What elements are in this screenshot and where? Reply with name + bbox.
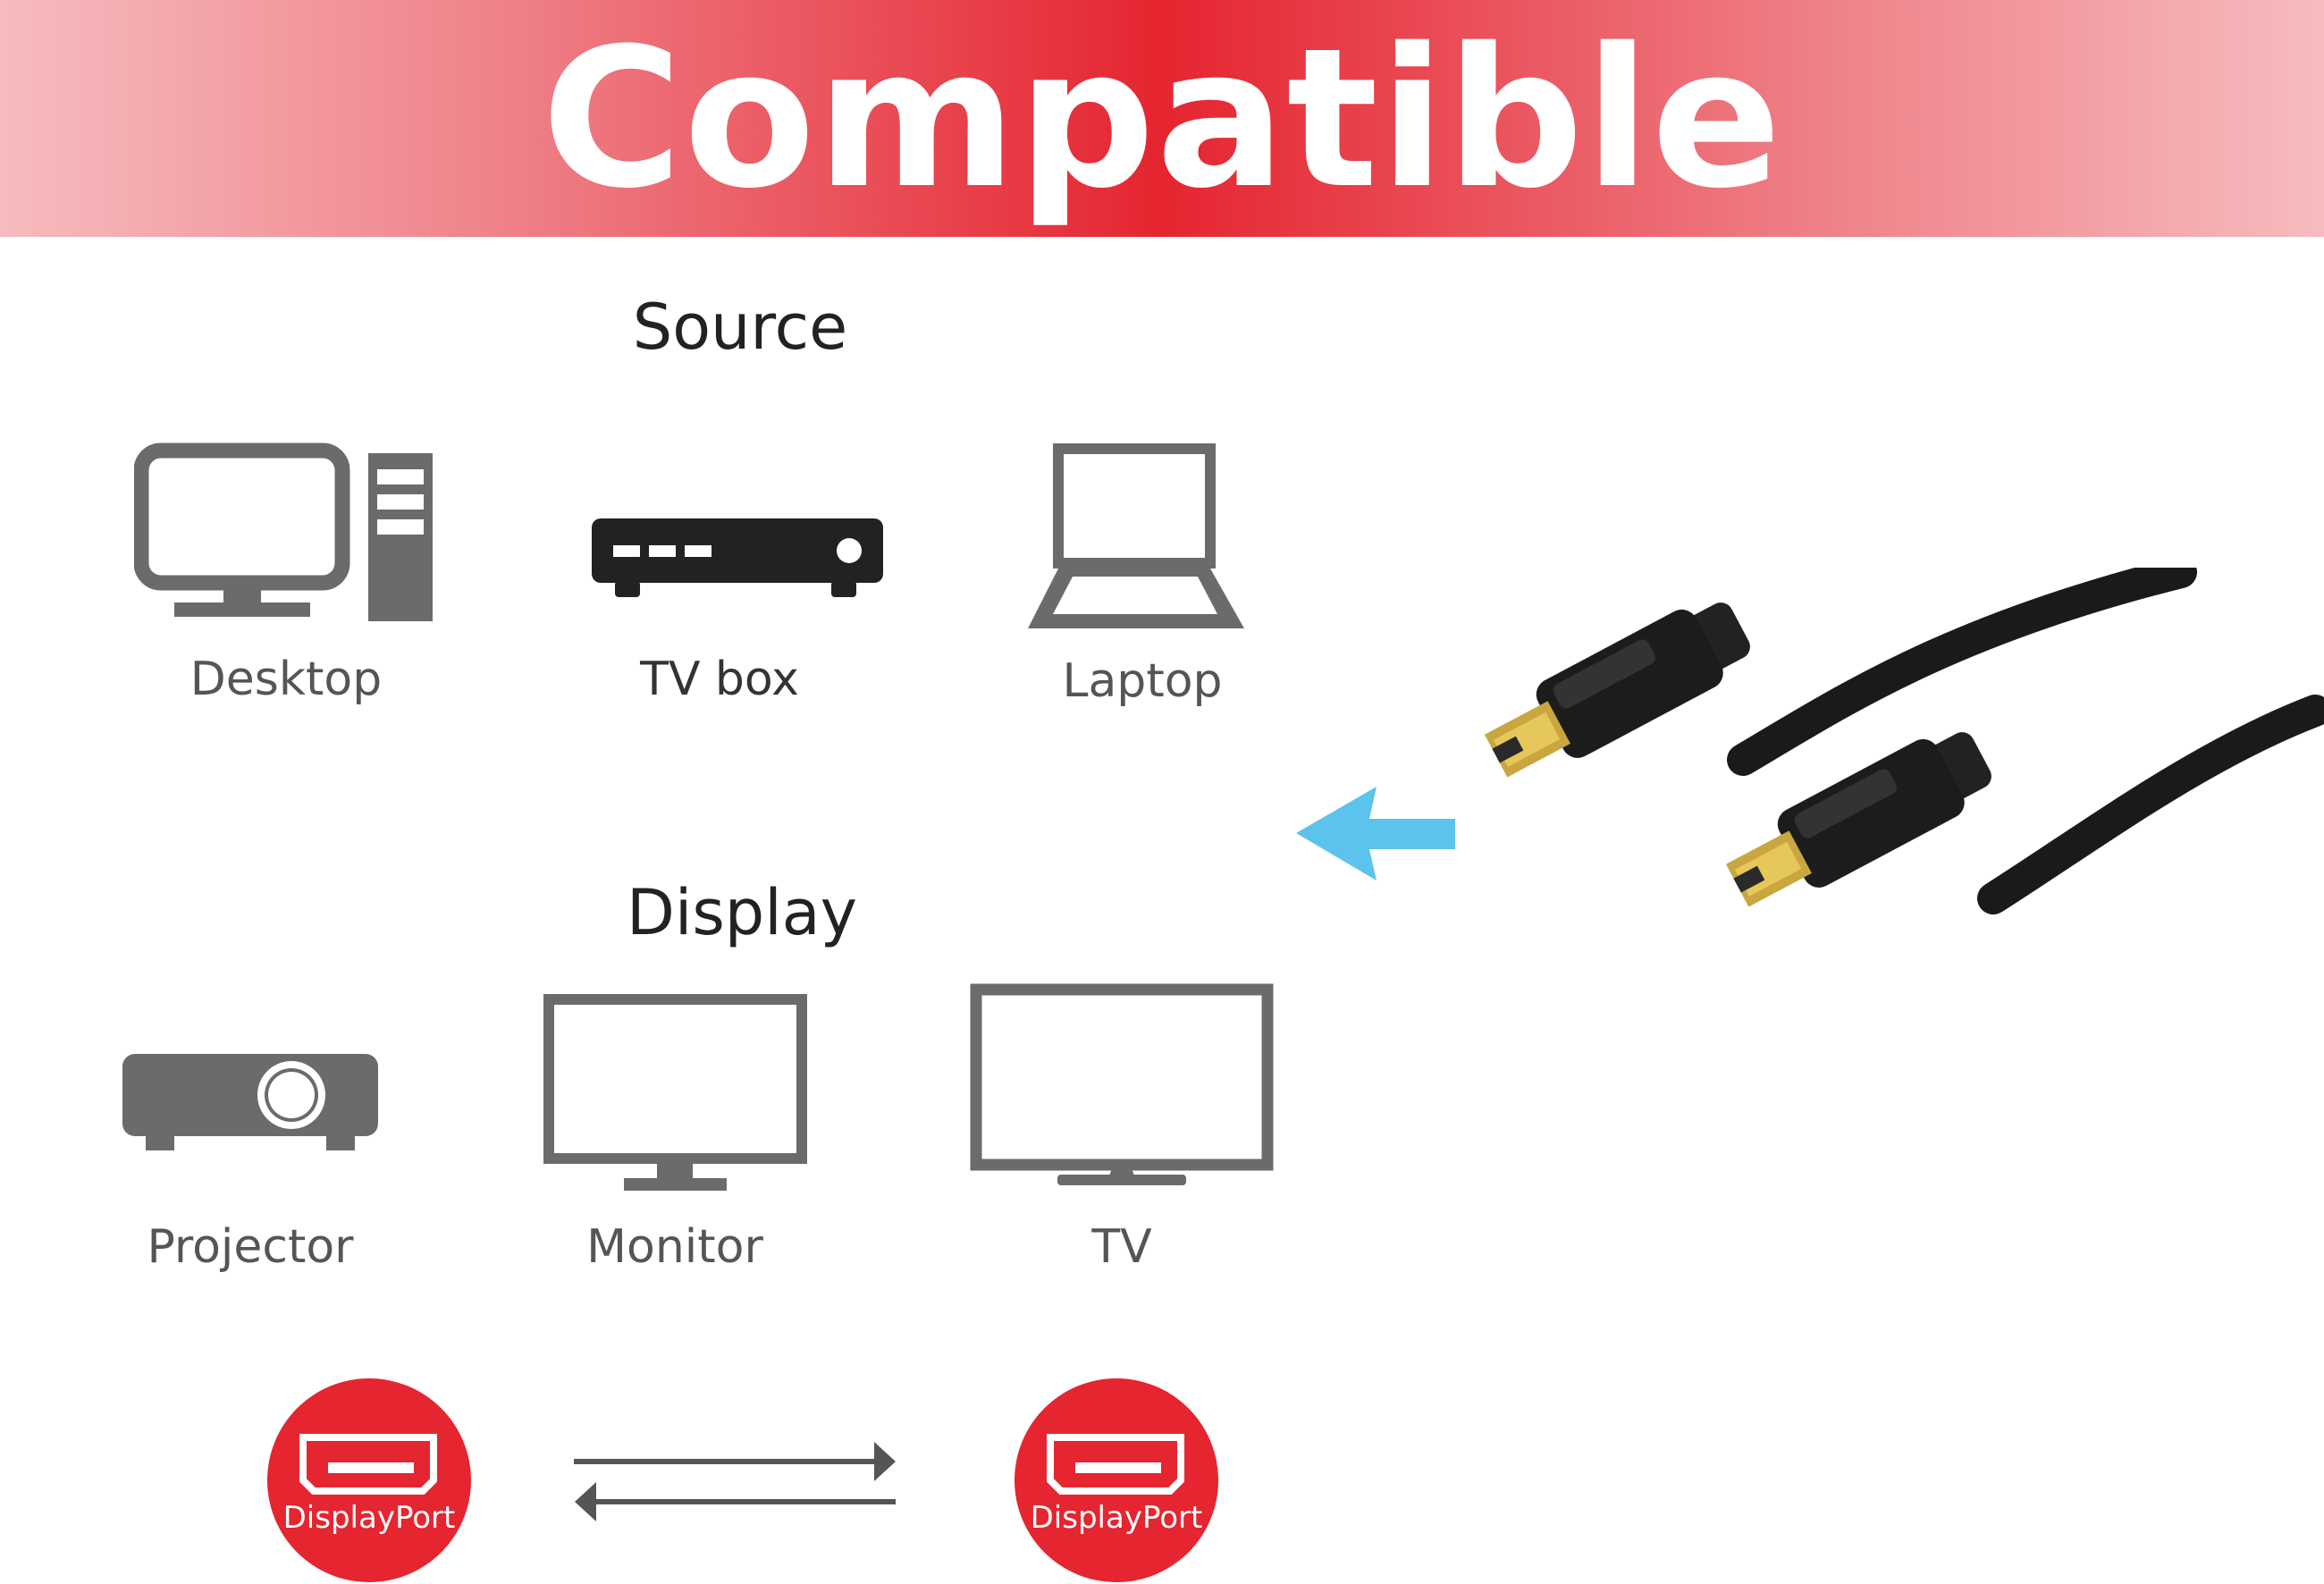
arrow-left-icon	[1296, 787, 1455, 880]
projector-icon	[122, 1054, 378, 1150]
device-label-monitor: Monitor	[586, 1220, 763, 1274]
header-banner: Compatible	[0, 0, 2324, 237]
device-label-tv: TV	[1091, 1220, 1152, 1274]
tv-icon	[970, 983, 1274, 1185]
desktop-icon	[134, 442, 433, 621]
displayport-icon	[299, 1434, 437, 1495]
displayport-icon	[1047, 1434, 1184, 1495]
device-label-laptop: Laptop	[1062, 654, 1223, 708]
displayport-cable-image	[1484, 568, 2324, 914]
banner-title: Compatible	[541, 6, 1783, 231]
laptop-icon	[1028, 443, 1244, 628]
monitor-icon	[543, 994, 807, 1191]
source-title: Source	[632, 291, 848, 364]
tv-box-icon	[592, 518, 883, 597]
display-title: Display	[626, 876, 858, 949]
displayport-label-left: DisplayPort	[282, 1500, 456, 1536]
displayport-badge-left	[267, 1378, 471, 1582]
device-label-desktop: Desktop	[189, 653, 383, 706]
device-label-projector: Projector	[147, 1220, 354, 1274]
device-label-tv-box: TV box	[640, 653, 799, 706]
bidirectional-arrow-icon	[574, 1442, 896, 1521]
displayport-label-right: DisplayPort	[1030, 1500, 1203, 1536]
displayport-badge-right	[1015, 1378, 1218, 1582]
